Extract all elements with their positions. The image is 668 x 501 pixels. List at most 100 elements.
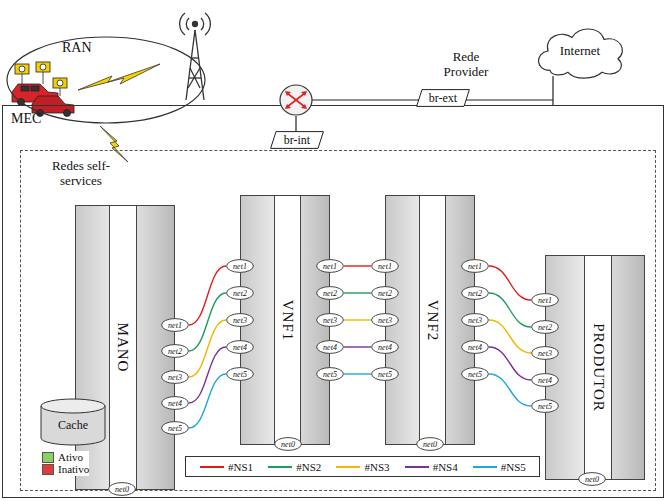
server-box: VNF2net1net2net3net4net5net1net2net3net4…	[385, 195, 475, 445]
interface-port: net5	[371, 367, 399, 381]
legend-swatch	[42, 452, 54, 463]
interface-port: net1	[316, 259, 344, 273]
node-label: net2	[468, 289, 482, 298]
cache-cylinder: Cache	[40, 398, 106, 446]
interface-port: net2	[371, 286, 399, 300]
interface-port: net3	[461, 313, 489, 327]
node-label: br-ext	[429, 91, 457, 106]
interface-port: net1	[226, 259, 254, 273]
legend-text: #NS3	[364, 461, 389, 473]
legend-text: #NS4	[433, 461, 458, 473]
node-label: net1	[538, 296, 552, 305]
node-label: net4	[233, 343, 247, 352]
node-label: RAN	[62, 40, 92, 56]
ran-ellipse	[6, 36, 206, 124]
legend-text: #NS2	[296, 461, 321, 473]
interface-port: net1	[531, 293, 559, 307]
legend-line	[335, 463, 361, 471]
vehicles	[12, 62, 74, 117]
node-label: net2	[323, 289, 337, 298]
label-panel: PRODUTOR	[584, 255, 612, 480]
interface-port: net4	[461, 340, 489, 354]
slice-link	[344, 292, 371, 293]
slice-link	[489, 374, 531, 406]
node-label: net1	[323, 262, 337, 271]
interface-port: net4	[226, 340, 254, 354]
interface-port: net5	[161, 421, 189, 435]
node-label: net2	[233, 289, 247, 298]
node-label: net0	[585, 475, 599, 484]
node-label: net0	[423, 440, 437, 449]
legend-line	[267, 463, 293, 471]
node-label: net1	[378, 262, 392, 271]
interface-port: net5	[226, 367, 254, 381]
node-label: net4	[468, 343, 482, 352]
slice-legend: #NS1 #NS2 #NS3 #NS4 #NS5	[185, 456, 540, 477]
node-label: net5	[538, 402, 552, 411]
node-label: net5	[233, 370, 247, 379]
internet-wire	[552, 76, 553, 105]
interface-port: net4	[371, 340, 399, 354]
node-label: net2	[378, 289, 392, 298]
node-label: net5	[323, 370, 337, 379]
node-label: net0	[115, 485, 129, 494]
node-label: VNF1	[279, 299, 296, 341]
node-label: net3	[538, 349, 552, 358]
legend-line	[404, 463, 430, 471]
slice-link	[344, 265, 371, 266]
interface-port: net5	[531, 399, 559, 413]
interface-port: net0	[108, 482, 136, 496]
legend-text: #NS1	[228, 461, 253, 473]
node-label: net4	[323, 343, 337, 352]
node-label: net5	[378, 370, 392, 379]
interface-port: net0	[416, 437, 444, 451]
node-label: net1	[233, 262, 247, 271]
legend-text: #NS5	[501, 461, 526, 473]
node-label: net3	[468, 316, 482, 325]
antenna-tower	[180, 13, 211, 100]
legend-swatch	[42, 464, 54, 475]
network-label: Rede Provider	[430, 50, 502, 80]
mec-region: MECbr-intRedes self-servicesMANOnet1net2…	[2, 105, 664, 498]
interface-port: net1	[371, 259, 399, 273]
bridge-label: br-int	[270, 131, 324, 149]
node-label: net3	[233, 316, 247, 325]
node-label: net1	[468, 262, 482, 271]
server-box: MANOnet1net2net3net4net5net0	[75, 205, 175, 490]
status-legend: AtivoInativo	[42, 451, 89, 476]
server-box: VNF1net1net2net3net4net5net1net2net3net4…	[240, 195, 330, 445]
node-label: net4	[538, 376, 552, 385]
legend-line	[472, 463, 498, 471]
node-label: MANO	[115, 323, 132, 373]
internet-cloud: Internet	[530, 22, 630, 80]
legend-line	[199, 463, 225, 471]
node-label: net3	[323, 316, 337, 325]
node-label: VNF2	[424, 299, 441, 341]
node-label: Redes self-services	[41, 159, 121, 189]
node-label: net3	[168, 373, 182, 382]
wireless-bolt	[100, 126, 128, 162]
interface-port: net2	[316, 286, 344, 300]
router-icon	[278, 82, 314, 118]
node-label: net5	[168, 424, 182, 433]
interface-port: net5	[461, 367, 489, 381]
bridge-label: br-ext	[416, 89, 470, 107]
node-label: net0	[281, 440, 295, 449]
node-label: net2	[538, 323, 552, 332]
interface-port: net4	[161, 396, 189, 410]
interface-port: net3	[371, 313, 399, 327]
ran-region: RAN	[6, 36, 206, 124]
self-service-region: Redes self-servicesMANOnet1net2net3net4n…	[20, 150, 656, 491]
slice-link	[189, 347, 226, 403]
slice-link	[344, 373, 371, 374]
node-label: br-int	[284, 133, 310, 148]
label-panel: VNF2	[419, 195, 446, 445]
slice-link	[344, 346, 371, 347]
node-label: MEC	[11, 111, 41, 127]
interface-port: net2	[226, 286, 254, 300]
wireless-bolt	[78, 64, 160, 90]
interface-port: net4	[316, 340, 344, 354]
interface-port: net1	[461, 259, 489, 273]
node-label: net1	[168, 321, 182, 330]
interface-port: net3	[226, 313, 254, 327]
